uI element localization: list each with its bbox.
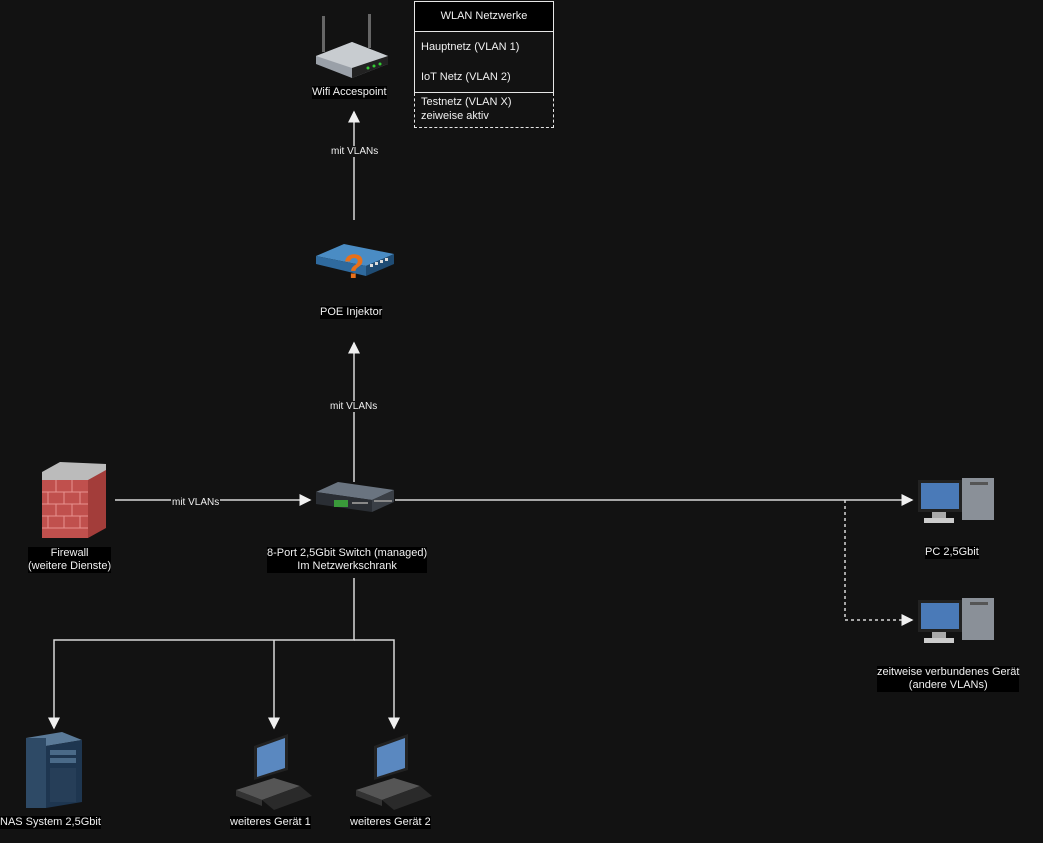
edge-label-firewall-switch: mit VLANs bbox=[171, 497, 221, 508]
edge-label-poe-ap: mit VLANs bbox=[330, 146, 380, 157]
desktop-pc-icon bbox=[918, 598, 994, 643]
svg-text:?: ? bbox=[344, 248, 365, 286]
wlan-item-dashed: Testnetz (VLAN X) zeiweise aktiv bbox=[414, 93, 554, 128]
firewall-label-line1: Firewall bbox=[50, 547, 89, 559]
wlan-dashed-line2: zeiweise aktiv bbox=[421, 110, 489, 122]
poe-injector-node[interactable]: ? bbox=[314, 238, 396, 297]
wlan-dashed-line1: Testnetz (VLAN X) bbox=[421, 96, 512, 108]
network-switch-icon bbox=[316, 482, 394, 512]
wifi-ap-label: Wifi Accespoint bbox=[312, 86, 387, 99]
poe-label: POE Injektor bbox=[320, 306, 383, 319]
wifi-ap-node[interactable] bbox=[312, 12, 392, 87]
wifi-router-icon bbox=[316, 14, 388, 78]
edge-label-switch-poe: mit VLANs bbox=[329, 401, 379, 412]
device1-label: weiteres Gerät 1 bbox=[230, 816, 311, 829]
wlan-item: Hauptnetz (VLAN 1) bbox=[421, 41, 520, 53]
temp-device-node[interactable] bbox=[914, 594, 996, 653]
temp-device-label-line2: (andere VLANs) bbox=[908, 679, 988, 691]
edge-switch-to-device2 bbox=[354, 639, 400, 730]
poe-switch-question-icon: ? bbox=[316, 244, 394, 286]
edge-switch-to-nas bbox=[48, 578, 355, 730]
temp-device-label-line1: zeitweise verbundenes Gerät bbox=[877, 666, 1020, 678]
nas-node[interactable] bbox=[22, 730, 86, 815]
switch-label-line2: Im Netzwerkschrank bbox=[297, 560, 397, 572]
edge-switch-to-temp-device bbox=[844, 500, 914, 626]
switch-label-line1: 8-Port 2,5Gbit Switch (managed) bbox=[267, 547, 428, 559]
workstation-icon bbox=[356, 734, 432, 810]
nas-label: NAS System 2,5Gbit bbox=[0, 816, 101, 829]
wlan-list-title: WLAN Netzwerke bbox=[414, 1, 554, 32]
wlan-item: IoT Netz (VLAN 2) bbox=[421, 71, 511, 83]
temp-device-label: zeitweise verbundenes Gerät (andere VLAN… bbox=[877, 666, 1020, 692]
device1-node[interactable] bbox=[234, 730, 314, 815]
device2-label: weiteres Gerät 2 bbox=[350, 816, 431, 829]
firewall-label: Firewall (weitere Dienste) bbox=[28, 547, 112, 573]
device2-node[interactable] bbox=[354, 730, 434, 815]
firewall-label-line2: (weitere Dienste) bbox=[28, 560, 112, 572]
switch-label: 8-Port 2,5Gbit Switch (managed) Im Netzw… bbox=[267, 547, 428, 573]
pc-node[interactable] bbox=[914, 474, 996, 533]
workstation-icon bbox=[236, 734, 312, 810]
pc-label: PC 2,5Gbit bbox=[925, 546, 979, 559]
firewall-node[interactable] bbox=[40, 460, 108, 545]
server-tower-icon bbox=[26, 732, 82, 808]
desktop-pc-icon bbox=[918, 478, 994, 523]
wlan-networks-list: WLAN Netzwerke Hauptnetz (VLAN 1) IoT Ne… bbox=[414, 1, 554, 128]
firewall-brick-icon bbox=[42, 462, 106, 538]
switch-node[interactable] bbox=[314, 478, 396, 527]
